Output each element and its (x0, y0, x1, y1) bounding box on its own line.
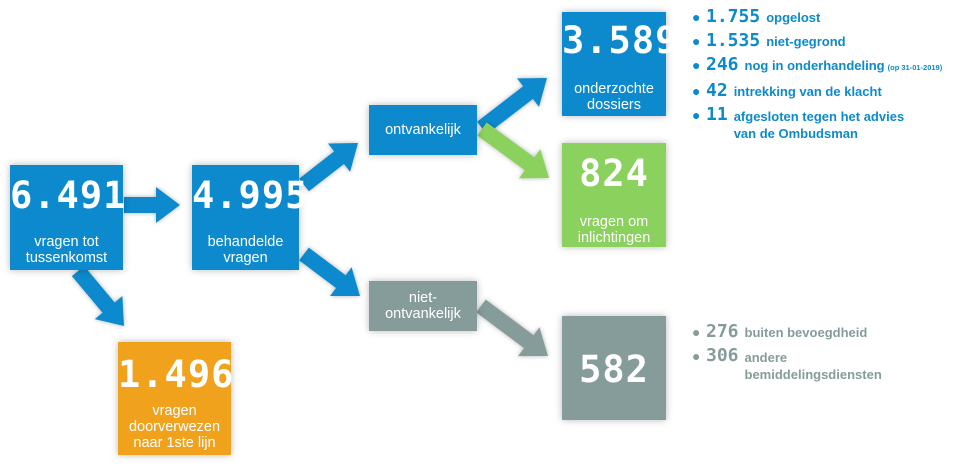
breakdown-value: 42 (706, 80, 728, 101)
inadmissible-label-1: niet- (408, 290, 438, 306)
investigated-files-label-2: dossiers (587, 97, 641, 113)
breakdown-text: intrekking van de klacht (733, 84, 882, 99)
redirected-questions-label-3: naar 1ste lijn (133, 435, 216, 451)
total-questions-box: 6.491 vragen tot tussenkomst (10, 165, 127, 270)
breakdown-value: 1.535 (706, 30, 761, 51)
breakdown-text-2: bemiddelingsdiensten (744, 367, 882, 382)
inadmissible-breakdown-list: ● 276 buiten bevoegdheid ● 306 andere bem… (690, 323, 970, 389)
list-item: ● 276 buiten bevoegdheid (690, 323, 970, 341)
bullet-icon: ● (692, 33, 701, 49)
total-questions-label-2: tussenkomst (25, 250, 108, 266)
investigated-breakdown-list: ● 1.755 opgelost ● 1.535 niet-gegrond ● 24… (690, 8, 970, 148)
breakdown-value: 246 (706, 54, 739, 75)
arrow-admissible-to-info (477, 122, 549, 179)
breakdown-text: nog in onderhandeling (744, 58, 885, 73)
investigated-files-value: 3.589 (562, 19, 679, 62)
arrow-total-to-redirected (71, 265, 124, 326)
info-requests-value: 824 (579, 152, 649, 195)
bullet-icon: ● (692, 9, 701, 25)
redirected-questions-label-2: doorverwezen (128, 419, 221, 435)
inadmissible-total-value: 582 (579, 348, 649, 391)
breakdown-text: niet-gegrond (766, 34, 846, 49)
handled-questions-box: 4.995 behandelde vragen (192, 165, 309, 270)
redirected-questions-label-1: vragen (152, 403, 197, 419)
investigated-files-box: 3.589 onderzochte dossiers (562, 12, 679, 116)
list-item: ● 306 andere bemiddelingsdiensten (690, 347, 970, 383)
redirected-questions-box: 1.496 vragen doorverwezen naar 1ste lijn (118, 342, 235, 455)
breakdown-value: 11 (706, 104, 728, 125)
breakdown-text: opgelost (766, 10, 821, 25)
list-item: ● 1.535 niet-gegrond (690, 32, 970, 50)
arrow-total-to-handled (124, 187, 180, 223)
bullet-icon: ● (692, 324, 701, 340)
info-requests-label-2: inlichtingen (577, 230, 651, 246)
list-item: ● 42 intrekking van de klacht (690, 82, 970, 100)
list-item: ● 246 nog in onderhandeling(op 31-01-2019… (690, 56, 970, 76)
inadmissible-box: niet- ontvankelijk (369, 281, 477, 331)
list-item: ● 1.755 opgelost (690, 8, 970, 26)
breakdown-text: andere (744, 350, 788, 365)
arrow-handled-to-inadmissible (299, 247, 360, 296)
bullet-icon: ● (692, 107, 701, 123)
handled-questions-label-2: vragen (223, 250, 268, 266)
investigated-files-label-1: onderzochte (574, 81, 654, 97)
total-questions-value: 6.491 (10, 174, 127, 217)
breakdown-value: 306 (706, 345, 739, 366)
breakdown-value: 276 (706, 321, 739, 342)
inadmissible-total-box: 582 (562, 316, 666, 420)
breakdown-text: buiten bevoegdheid (744, 325, 868, 340)
handled-questions-label-1: behandelde (207, 234, 284, 250)
breakdown-text-2: van de Ombudsman (733, 126, 858, 141)
list-item: ● 11 afgesloten tegen het advies van de … (690, 106, 970, 142)
arrow-inadmissible-to-rejected (476, 299, 548, 357)
bullet-icon: ● (692, 348, 701, 364)
total-questions-label-1: vragen tot (34, 234, 99, 250)
handled-questions-value: 4.995 (192, 174, 309, 217)
inadmissible-label-2: ontvankelijk (385, 306, 461, 322)
breakdown-note: (op 31-01-2019) (887, 63, 943, 72)
breakdown-value: 1.755 (706, 6, 761, 27)
redirected-questions-value: 1.496 (118, 353, 235, 396)
admissible-label: ontvankelijk (385, 122, 461, 138)
bullet-icon: ● (692, 83, 701, 99)
breakdown-text: afgesloten tegen het advies (733, 109, 905, 124)
info-requests-box: 824 vragen om inlichtingen (562, 143, 666, 247)
admissible-box: ontvankelijk (369, 105, 477, 155)
bullet-icon: ● (692, 57, 701, 73)
arrow-handled-to-admissible (299, 143, 358, 192)
arrow-admissible-to-investigated (477, 78, 547, 135)
info-requests-label-1: vragen om (579, 214, 649, 230)
